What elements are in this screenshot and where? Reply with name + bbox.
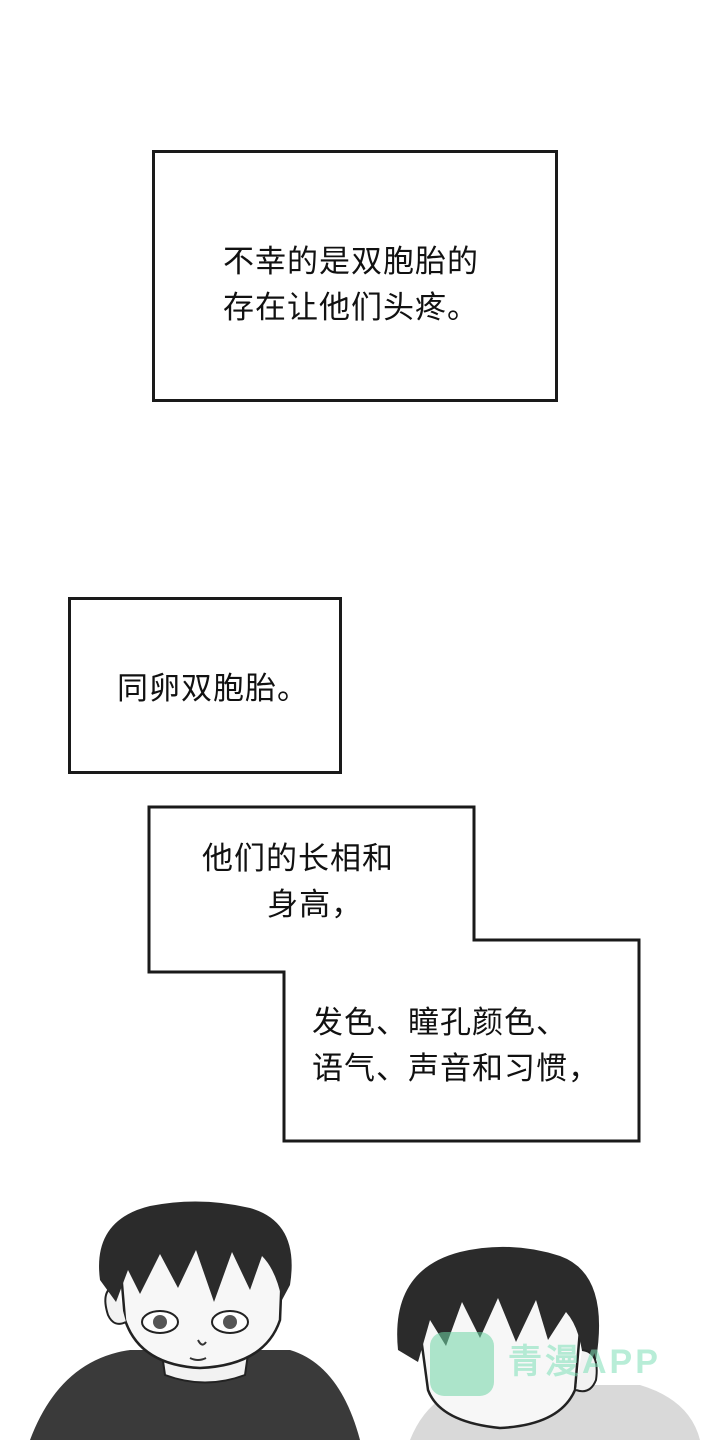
narration-line: 身高，: [267, 887, 364, 923]
left-character-hair: [99, 1201, 292, 1302]
stepped-box-outline: [147, 805, 641, 1143]
app-watermark: 青漫APP: [420, 1320, 680, 1410]
narration-text-2: 同卵双胞胎。: [117, 666, 309, 712]
left-character-shirt: [30, 1350, 360, 1440]
narration-line: 同卵双胞胎。: [117, 671, 309, 707]
narration-box-2: 同卵双胞胎。: [68, 597, 342, 774]
watermark-text: 青漫APP: [508, 1343, 661, 1381]
narration-text-3a: 他们的长相和 身高，: [202, 836, 394, 928]
narration-text-1: 不幸的是双胞胎的 存在让他们头疼。: [223, 239, 479, 331]
watermark-cat-icon: [430, 1332, 494, 1396]
narration-text-3b: 发色、瞳孔颜色、 语气、声音和习惯，: [312, 1000, 600, 1092]
narration-line: 不幸的是双胞胎的: [223, 244, 479, 280]
narration-box-1: 不幸的是双胞胎的 存在让他们头疼。: [152, 150, 558, 402]
narration-line: 语气、声音和习惯，: [312, 1051, 600, 1087]
narration-box-3: 他们的长相和 身高， 发色、瞳孔颜色、 语气、声音和习惯，: [146, 804, 642, 1144]
narration-line: 他们的长相和: [202, 841, 394, 877]
narration-line: 存在让他们头疼。: [223, 290, 479, 326]
narration-line: 发色、瞳孔颜色、: [312, 1005, 568, 1041]
